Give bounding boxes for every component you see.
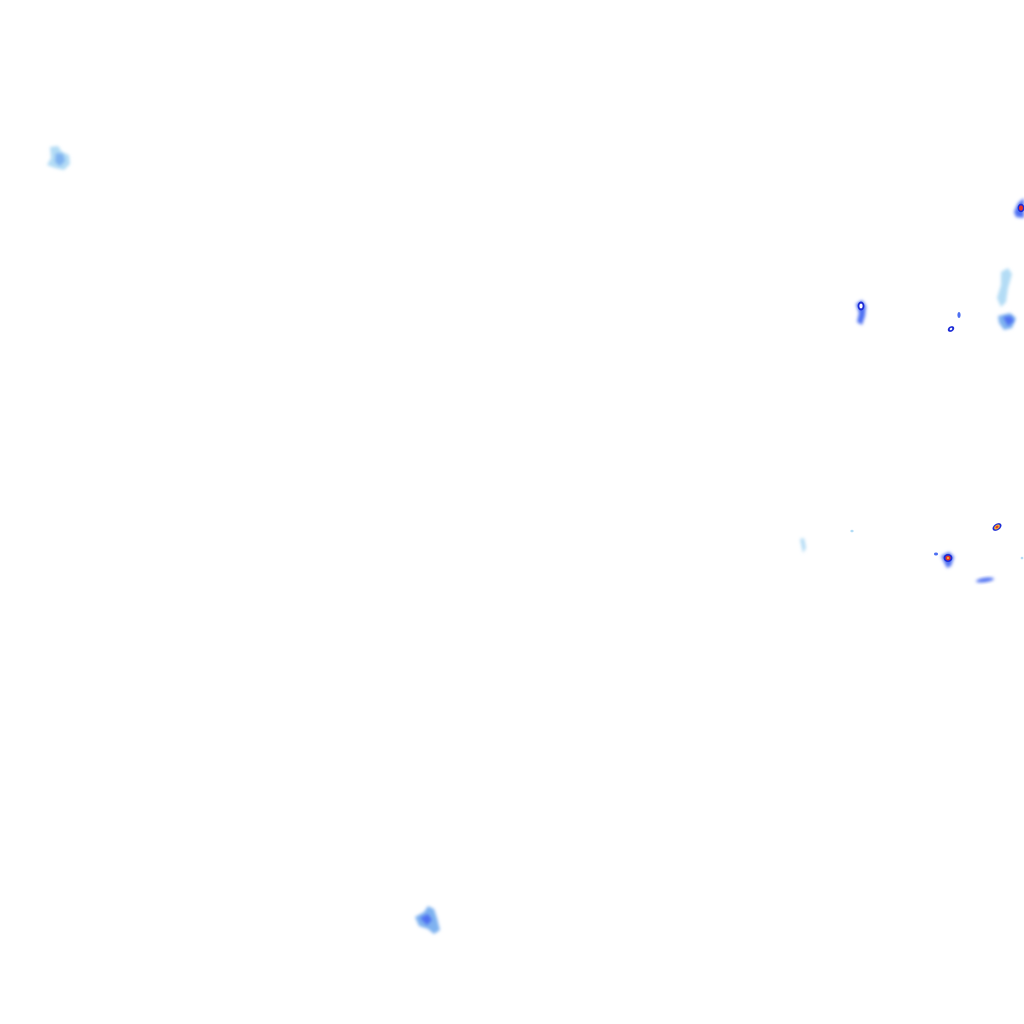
rain-cell-east-small-b — [957, 312, 961, 318]
rain-streak-southeast-bottom — [976, 577, 994, 583]
rain-cell-east-small-a-eye — [949, 327, 953, 331]
rain-cell-southeast-a-hot — [995, 525, 999, 529]
rain-cell-south-core — [420, 914, 432, 925]
rain-blob-east-upper-core — [1003, 316, 1014, 326]
rain-cell-northeast-edge — [1014, 198, 1024, 218]
rain-cell-northwest — [47, 146, 70, 170]
rain-dot-southeast-faint — [850, 529, 854, 533]
rain-cell-southeast-b-hot — [946, 557, 950, 559]
rain-streak-east-upper — [997, 268, 1012, 307]
rain-cell-northeast-edge-core — [1019, 205, 1023, 211]
rain-cell-east-mid — [856, 300, 866, 325]
rain-cell-east-small — [947, 312, 961, 332]
rain-cell-south — [415, 906, 440, 934]
rain-dot-southeast-left — [934, 552, 938, 556]
rain-cell-northwest-core — [55, 153, 65, 166]
rain-cell-east-mid-eye — [859, 303, 863, 309]
rain-cell-east-upper — [997, 268, 1016, 330]
rain-dot-southeast-edge — [1020, 556, 1024, 560]
rain-cell-southeast — [800, 523, 1024, 583]
rain-streak-southeast-faint — [800, 538, 806, 553]
